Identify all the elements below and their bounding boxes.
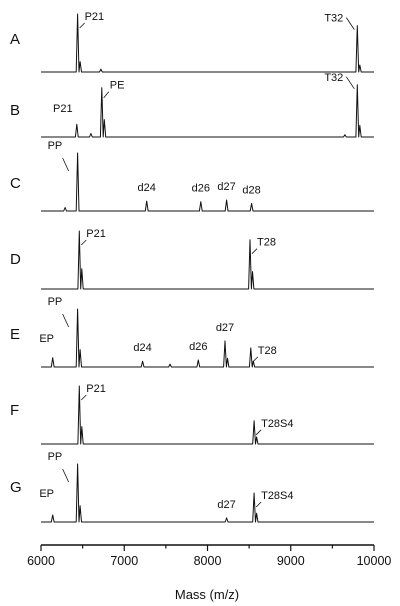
peak-label-pp: PP xyxy=(48,140,63,152)
panel-letter: D xyxy=(10,251,21,268)
panel-letter: A xyxy=(10,31,20,48)
peak-label-d24: d24 xyxy=(138,182,156,194)
peak-leader-line xyxy=(81,239,87,246)
panel-letter: F xyxy=(10,402,19,419)
peak-leader-line xyxy=(346,76,355,90)
peak-label-pe: PE xyxy=(110,80,125,92)
spectrum-trace xyxy=(41,152,374,212)
peak-label-p21: P21 xyxy=(85,11,105,23)
x-tick-label: 9000 xyxy=(277,554,305,568)
peak-label-t28s4: T28S4 xyxy=(261,490,293,502)
peak-label-p21: P21 xyxy=(86,383,106,395)
peak-label-t32: T32 xyxy=(324,13,343,25)
peak-label-pp: PP xyxy=(48,296,63,308)
peak-label-p21: P21 xyxy=(86,228,106,240)
peak-label-d27: d27 xyxy=(216,322,234,334)
peak-leader-line xyxy=(79,22,85,29)
peak-label-d24: d24 xyxy=(133,342,151,354)
x-tick-label: 7000 xyxy=(110,554,138,568)
peak-label-t28s4: T28S4 xyxy=(261,418,293,430)
peak-label-t28: T28 xyxy=(258,345,277,357)
x-axis-label: Mass (m/z) xyxy=(175,587,239,602)
peak-leader-line xyxy=(62,468,69,483)
panel-letter: E xyxy=(10,326,20,343)
spectrum-panel-a: A P21 T32 xyxy=(10,11,374,73)
peak-leader-line xyxy=(252,356,259,363)
peak-leader-line xyxy=(81,394,87,401)
spectrum-trace xyxy=(41,84,374,138)
peak-leader-line xyxy=(255,501,262,508)
peak-label-pp: PP xyxy=(48,451,63,463)
peak-label-ep: EP xyxy=(39,333,54,345)
peak-leader-line xyxy=(62,313,69,328)
peak-label-d27: d27 xyxy=(217,499,235,511)
x-tick-label: 6000 xyxy=(27,554,55,568)
panel-letter: B xyxy=(10,102,20,119)
x-axis: 6000 7000 8000 9000 10000 xyxy=(27,544,392,568)
spectrum-trace xyxy=(41,463,374,523)
x-tick-label: 8000 xyxy=(194,554,222,568)
peak-leader-line xyxy=(346,17,355,30)
peak-label-ep: EP xyxy=(39,488,54,500)
peak-label-d26: d26 xyxy=(192,183,210,195)
peak-label-t32: T32 xyxy=(324,72,343,84)
spectrum-panel-g: G EP PP d27 T28S4 xyxy=(10,451,374,523)
spectrum-trace xyxy=(41,385,374,445)
x-tick-label: 10000 xyxy=(357,554,392,568)
peak-label-p21: P21 xyxy=(53,103,73,115)
peak-label-d27: d27 xyxy=(217,181,235,193)
peak-label-d28: d28 xyxy=(242,185,260,197)
spectrum-panel-c: C PP d24 d26 d27 d28 xyxy=(10,140,374,212)
spectrum-trace xyxy=(41,230,374,290)
panel-letter: G xyxy=(10,479,22,496)
peak-leader-line xyxy=(255,429,262,436)
peak-leader-line xyxy=(62,157,69,172)
peak-leader-line xyxy=(103,91,110,98)
spectrum-panel-b: B P21 PE T32 xyxy=(10,72,374,138)
panel-letter: C xyxy=(10,175,21,192)
peak-leader-line xyxy=(251,248,258,254)
peak-label-t28: T28 xyxy=(257,237,276,249)
spectrum-trace xyxy=(41,13,374,73)
peak-label-d26: d26 xyxy=(189,341,207,353)
spectrum-trace xyxy=(41,308,374,368)
